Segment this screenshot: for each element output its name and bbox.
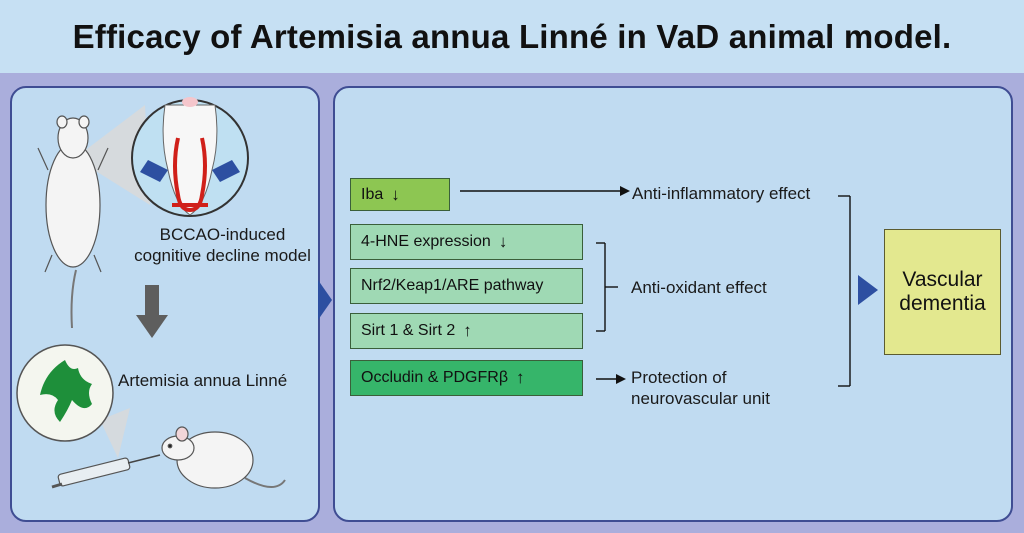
nrf2-box: Nrf2/Keap1/ARE pathway — [350, 268, 583, 304]
iba-box: Iba↓ — [350, 178, 450, 211]
connector-lines — [460, 190, 851, 387]
title-bar: Efficacy of Artemisia annua Linné in VaD… — [0, 0, 1024, 73]
page-title: Efficacy of Artemisia annua Linné in VaD… — [72, 17, 952, 55]
outcome-label: Vascular dementia — [899, 268, 986, 315]
sirt-box: Sirt 1 & Sirt 2↑ — [350, 313, 583, 349]
zoom-cone — [75, 105, 150, 205]
neurovascular-label: Protection of neurovascular unit — [631, 368, 770, 408]
artemisia-plant-icon — [16, 344, 130, 458]
mouse-supine-icon — [37, 115, 109, 329]
down-arrow-icon: ↓ — [498, 232, 508, 251]
down-arrow-icon — [136, 285, 168, 338]
zoom-circle-artery-icon — [131, 97, 249, 217]
hne-box: 4-HNE expression↓ — [350, 224, 583, 260]
anti-inflammatory-label: Anti-inflammatory effect — [632, 184, 811, 203]
mouse-standing-icon — [161, 426, 286, 489]
outcome-arrow-icon — [858, 275, 878, 305]
treatment-label: Artemisia annua Linné — [118, 371, 288, 390]
occludin-box: Occludin & PDGFRβ↑ — [350, 360, 583, 396]
model-label: BCCAO-induced cognitive decline model — [134, 225, 311, 265]
down-arrow-icon: ↓ — [391, 184, 400, 204]
anti-oxidant-label: Anti-oxidant effect — [631, 278, 767, 297]
up-arrow-icon: ↑ — [516, 368, 525, 387]
panel-connector-arrow — [318, 280, 332, 320]
syringe-icon — [51, 454, 161, 489]
up-arrow-icon: ↑ — [463, 321, 472, 340]
vascular-dementia-box: Vascular dementia — [884, 229, 1001, 355]
arrow-head-2 — [616, 374, 626, 384]
arrow-head-1 — [620, 186, 630, 196]
